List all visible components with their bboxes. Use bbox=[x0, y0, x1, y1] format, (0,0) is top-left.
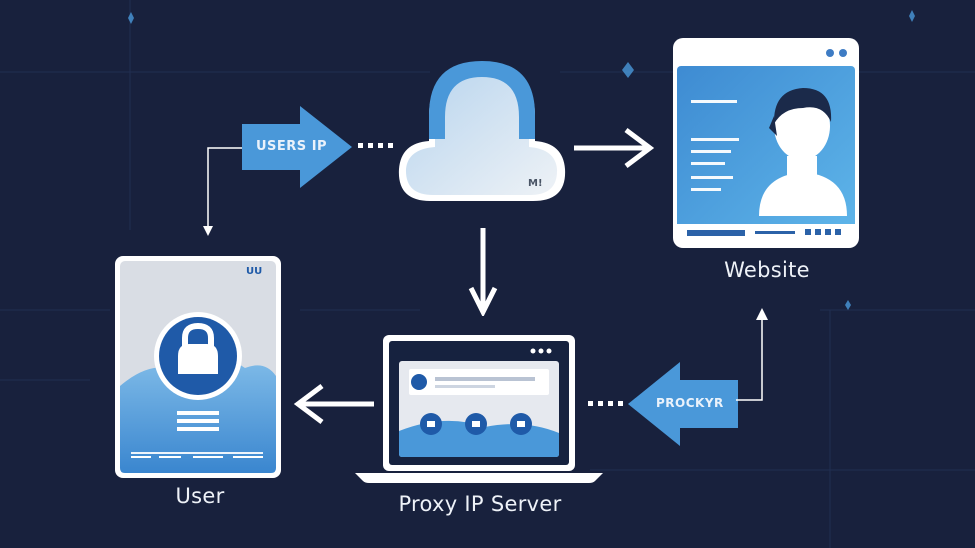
connector-line-left bbox=[203, 147, 242, 236]
user-label: User bbox=[175, 484, 225, 508]
server-label: Proxy IP Server bbox=[398, 492, 562, 516]
proxy-arrow-label: PROCKYR bbox=[656, 396, 724, 410]
website-label: Website bbox=[724, 258, 810, 282]
user-card bbox=[115, 256, 281, 478]
proxy-arrow bbox=[628, 362, 738, 446]
website-card bbox=[673, 38, 859, 248]
arrow-server-to-user bbox=[293, 384, 374, 424]
arrow-cloud-to-website bbox=[574, 128, 655, 168]
cloud-node bbox=[398, 61, 566, 201]
proxy-server-laptop bbox=[355, 335, 603, 483]
connector-line-right bbox=[736, 308, 768, 401]
user-card-mark: UU bbox=[246, 266, 263, 277]
users-ip-arrow bbox=[242, 106, 352, 188]
arrow-cloud-to-server bbox=[468, 228, 498, 316]
cloud-mark: M! bbox=[528, 178, 543, 189]
connector-dots-bottom bbox=[588, 401, 623, 406]
connector-dots-top bbox=[358, 143, 393, 148]
users-ip-arrow-label: USERS IP bbox=[256, 139, 328, 154]
website-user-avatar bbox=[759, 88, 847, 216]
